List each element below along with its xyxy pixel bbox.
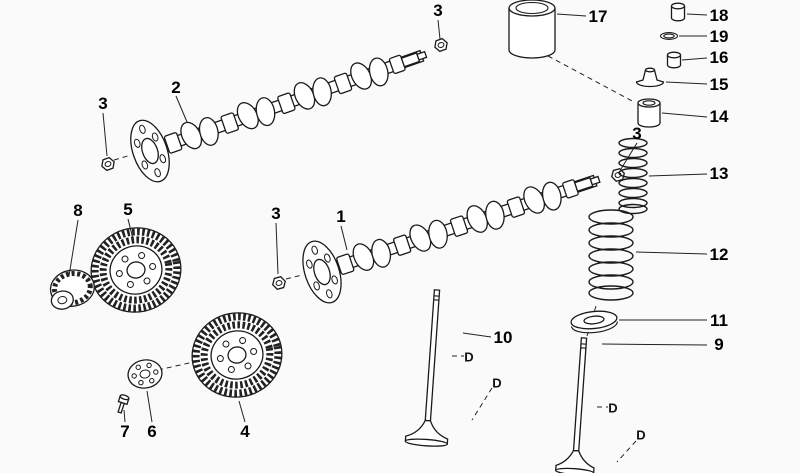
callout-10: 10 xyxy=(493,328,513,347)
nut-3-top-drawing xyxy=(432,36,450,54)
dim-d-valve9-head: D xyxy=(636,427,646,443)
valve-9-drawing xyxy=(555,337,595,473)
callout-3-center: 3 xyxy=(271,204,281,223)
callout-14: 14 xyxy=(709,107,729,126)
camshaft-1-drawing xyxy=(295,148,610,309)
spacer-14-drawing xyxy=(637,98,661,128)
callout-11: 11 xyxy=(710,311,728,330)
callout-3-top: 3 xyxy=(433,1,443,20)
spring-seat-11-drawing xyxy=(570,310,618,334)
callout-19: 19 xyxy=(709,27,729,46)
outer-spring-12-drawing xyxy=(588,209,634,301)
callout-3-left: 3 xyxy=(98,94,108,113)
callout-2: 2 xyxy=(171,78,181,97)
valve-10-drawing xyxy=(404,289,449,447)
callout-9: 9 xyxy=(714,335,724,354)
callout-13: 13 xyxy=(709,164,729,183)
dim-d-valve10-stem: D xyxy=(464,349,474,365)
sleeve-16-drawing xyxy=(666,51,682,69)
inner-spring-13-drawing xyxy=(618,137,648,215)
dim-d-valve10-head: D xyxy=(492,375,502,391)
callout-3-right: 3 xyxy=(632,124,642,143)
timing-gear-4-drawing xyxy=(184,305,289,406)
callout-15: 15 xyxy=(709,75,729,94)
timing-gear-5-drawing xyxy=(83,220,188,321)
camshaft-2-drawing xyxy=(122,23,437,188)
spring-retainer-15-drawing xyxy=(635,67,665,88)
flange-6-drawing xyxy=(127,359,163,389)
callout-17: 17 xyxy=(588,7,608,26)
callout-12: 12 xyxy=(709,245,729,264)
nut-3-center-drawing xyxy=(270,275,288,291)
callout-18: 18 xyxy=(709,6,729,25)
dashed-lines xyxy=(81,55,635,371)
callout-1: 1 xyxy=(336,207,346,226)
callout-16: 16 xyxy=(709,48,729,67)
cap-18-drawing xyxy=(670,2,686,22)
snap-ring-19-drawing xyxy=(659,32,679,40)
callout-7: 7 xyxy=(120,422,130,441)
callout-8: 8 xyxy=(73,201,83,220)
leader-lines xyxy=(68,13,708,423)
nut-3-left-drawing xyxy=(99,155,117,173)
callout-5: 5 xyxy=(123,200,133,219)
callout-6: 6 xyxy=(147,422,157,441)
dim-d-valve9-stem: D xyxy=(608,400,618,416)
dimension-lines xyxy=(452,355,637,463)
hub-8-drawing xyxy=(49,269,95,310)
tappet-17-drawing xyxy=(508,0,556,59)
callout-4: 4 xyxy=(240,422,250,441)
bolt-7-drawing xyxy=(117,394,130,414)
